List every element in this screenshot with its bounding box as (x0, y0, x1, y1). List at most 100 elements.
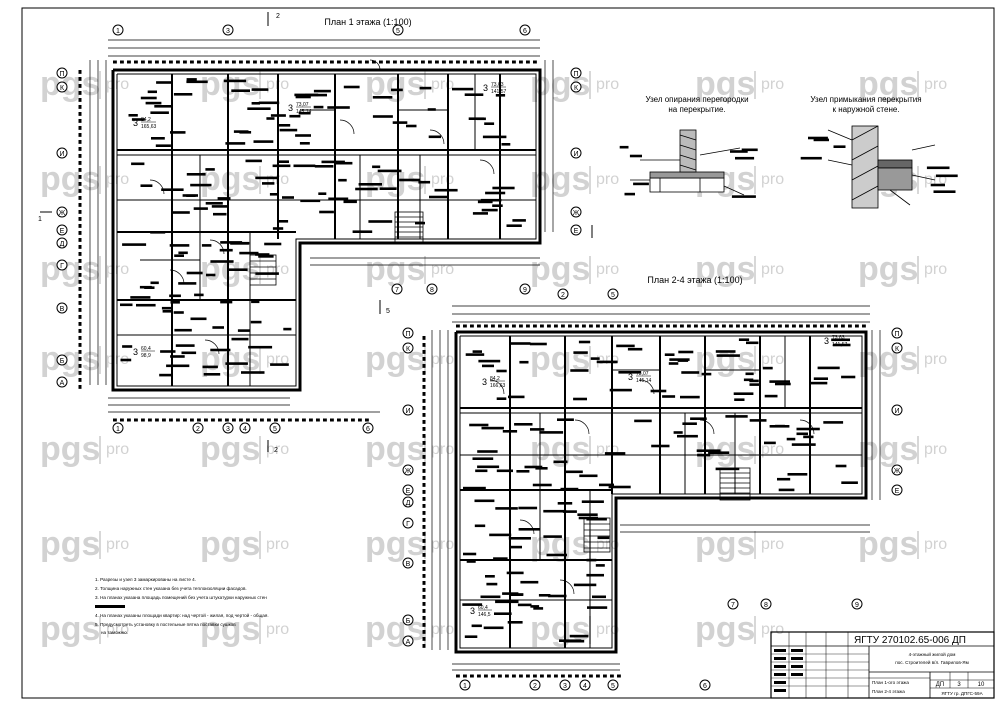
wall-hatch (260, 60, 264, 64)
svg-text:pro: pro (596, 261, 619, 278)
label-block (472, 212, 488, 215)
svg-text:pgs: pgs (695, 250, 755, 288)
svg-text:И: И (573, 151, 578, 158)
svg-text:Ж: Ж (59, 210, 66, 217)
svg-text:pgs: pgs (695, 65, 755, 103)
note-line: на таможню. (101, 630, 128, 635)
label-block (181, 351, 197, 355)
label-block (633, 182, 649, 186)
label-block (618, 371, 642, 374)
label-block (174, 328, 192, 332)
axis-marker: И (402, 404, 414, 416)
label-block (464, 93, 484, 96)
svg-text:pgs: pgs (858, 250, 918, 288)
label-block (800, 156, 822, 160)
wall-hatch (596, 324, 600, 328)
wall-hatch (449, 60, 453, 64)
wall-hatch (274, 418, 278, 422)
sheet-frame (21, 7, 995, 699)
label-block (489, 533, 512, 537)
label-block (796, 432, 808, 436)
wall-hatch (575, 324, 579, 328)
label-block (481, 208, 498, 212)
wall-hatch (78, 119, 82, 123)
label-block (496, 369, 507, 373)
wall-hatch (778, 324, 782, 328)
title-block-entry (791, 665, 803, 668)
drawing-code: ЯГТУ 270102.65-006 ДП (854, 635, 966, 646)
label-block (677, 359, 689, 362)
svg-text:pgs: pgs (40, 160, 100, 198)
wall-hatch (806, 324, 810, 328)
svg-text:Д: Д (406, 500, 411, 507)
label-block (406, 124, 417, 128)
svg-text:pro: pro (106, 536, 129, 553)
label-block (496, 469, 513, 473)
wall-hatch (422, 511, 426, 515)
label-block (464, 635, 478, 638)
label-block (156, 81, 172, 84)
wall-hatch (211, 60, 215, 64)
wall-hatch (141, 60, 145, 64)
svg-text:pro: pro (924, 76, 947, 93)
label-block (279, 128, 298, 132)
wall-hatch (799, 324, 803, 328)
wall-hatch (596, 674, 600, 678)
label-block (577, 513, 598, 516)
wall-hatch (422, 420, 426, 424)
label-block (213, 212, 227, 216)
svg-text:pro: pro (924, 536, 947, 553)
wall-hatch (422, 588, 426, 592)
label-block (762, 366, 773, 370)
svg-text:3: 3 (563, 683, 567, 690)
axis-marker: К (891, 342, 903, 354)
wall-hatch (442, 60, 446, 64)
wall-hatch (422, 490, 426, 494)
section-mark-label: 2 (274, 447, 278, 454)
svg-text:pro: pro (266, 441, 289, 458)
wall-hatch (422, 476, 426, 480)
svg-text:pro: pro (596, 621, 619, 638)
label-block (796, 427, 820, 431)
label-block (223, 79, 247, 83)
label-block (599, 483, 614, 487)
label-block (299, 142, 310, 145)
wall-hatch (422, 462, 426, 466)
svg-text:7: 7 (395, 287, 399, 294)
wall-hatch (645, 324, 649, 328)
label-block (251, 102, 260, 105)
label-block (211, 205, 228, 208)
label-block (319, 210, 334, 214)
label-block (608, 485, 631, 489)
label-block (225, 362, 248, 365)
svg-text:9: 9 (855, 602, 859, 609)
plan-2-doors (489, 379, 815, 595)
label-block (264, 242, 282, 246)
wall-hatch (358, 418, 362, 422)
wall-hatch (561, 674, 565, 678)
plan-2-labels-blocks (422, 324, 866, 678)
wall-hatch (422, 630, 426, 634)
wall-hatch (218, 60, 222, 64)
label-block (492, 204, 503, 207)
svg-text:3: 3 (482, 377, 487, 387)
svg-text:pro: pro (431, 76, 454, 93)
label-block (205, 202, 223, 205)
svg-text:5: 5 (611, 683, 615, 690)
label-block (241, 371, 265, 374)
svg-text:141,57: 141,57 (832, 342, 848, 348)
label-block (251, 88, 269, 91)
wall-hatch (470, 324, 474, 328)
axis-marker: К (56, 81, 68, 93)
axis-marker: 4 (579, 679, 591, 691)
title-block-entry (791, 657, 803, 660)
label-block (474, 524, 486, 528)
